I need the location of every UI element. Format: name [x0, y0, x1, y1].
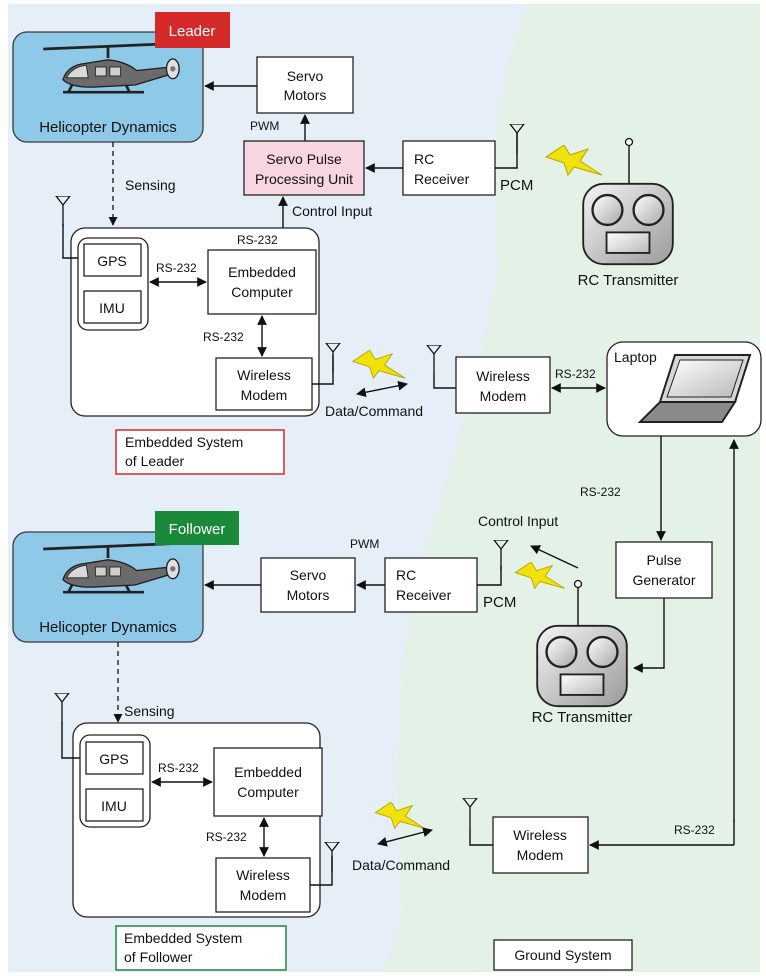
follower-pwm-label: PWM [350, 537, 379, 551]
ground-rc-transmitter-label: RC Transmitter [532, 709, 633, 726]
leader-pcm-label: PCM [500, 177, 533, 194]
follower-imu-box [85, 788, 144, 822]
follower-pcm-label: PCM [483, 594, 516, 611]
follower-badge [155, 511, 239, 545]
leader-badge [155, 12, 230, 48]
follower-ground-modem-label-1: Wireless [513, 827, 567, 843]
leader-system-caption-box [115, 429, 285, 475]
follower-rs232-gps-label: RS-232 [158, 761, 199, 775]
follower-rc-receiver-label-1: RC [396, 567, 416, 583]
follower-servo-label-2: Motors [287, 587, 330, 603]
follower-system-caption-box [115, 925, 287, 971]
follower-system-caption-2: of Follower [124, 949, 193, 965]
leader-rc-transmitter-label: RC Transmitter [578, 272, 679, 289]
leader-rs232-laptop-label: RS-232 [555, 367, 596, 381]
leader-ground-modem-label-2: Modem [480, 388, 527, 404]
leader-control-input-label: Control Input [292, 203, 372, 219]
leader-computer-label-2: Computer [231, 284, 293, 300]
leader-modem-box [215, 357, 313, 411]
leader-imu-label: IMU [99, 300, 125, 316]
follower-badge-label: Follower [169, 521, 226, 538]
leader-gps-label: GPS [97, 253, 127, 269]
ground-system-caption-box [493, 939, 633, 971]
leader-badge-label: Leader [169, 23, 216, 40]
leader-modem-label-1: Wireless [237, 367, 291, 383]
leader-spu-box [243, 140, 365, 196]
follower-data-command-label: Data/Command [352, 857, 450, 873]
leader-data-command-label: Data/Command [325, 403, 423, 419]
follower-rc-transmitter-icon [535, 624, 629, 708]
follower-ground-modem-label-2: Modem [517, 847, 564, 863]
ground-system-caption: Ground System [514, 947, 611, 963]
leader-rc-receiver-label-1: RC [414, 151, 434, 167]
pulse-generator-label-1: Pulse [646, 552, 681, 568]
follower-rc-receiver-label-2: Receiver [396, 587, 452, 603]
follower-gps-box [85, 741, 144, 775]
leader-servo-box [256, 56, 354, 114]
leader-rs232-gps-label: RS-232 [156, 261, 197, 275]
follower-computer-label-1: Embedded [234, 764, 302, 780]
leader-system-caption-1: Embedded System [125, 434, 243, 450]
leader-modem-label-2: Modem [241, 387, 288, 403]
leader-imu-box [83, 290, 142, 324]
follower-computer-box [213, 747, 323, 817]
leader-servo-label-1: Servo [287, 68, 324, 84]
leader-pwm-label: PWM [250, 119, 279, 133]
follower-computer-label-2: Computer [237, 784, 299, 800]
follower-modem-label-1: Wireless [236, 867, 290, 883]
ground-control-input-label: Control Input [478, 513, 558, 529]
leader-rs232-modem-label: RS-232 [203, 330, 244, 344]
leader-system-caption-2: of Leader [125, 453, 184, 469]
follower-system-caption-1: Embedded System [124, 930, 242, 946]
pulse-generator-label-2: Generator [632, 572, 695, 588]
leader-rc-transmitter-icon [582, 182, 674, 266]
leader-spu-label-2: Processing Unit [255, 171, 353, 187]
laptop-label: Laptop [614, 349, 657, 365]
follower-sensing-label: Sensing [124, 703, 175, 719]
leader-rc-receiver-box [402, 140, 496, 196]
leader-ground-modem-label-1: Wireless [476, 368, 530, 384]
follower-ground-modem-box [492, 816, 589, 874]
leader-computer-label-1: Embedded [228, 264, 296, 280]
follower-modem-label-2: Modem [240, 887, 287, 903]
follower-rc-receiver-box [384, 557, 478, 613]
leader-computer-box [207, 249, 317, 315]
follower-rs232-modem-label: RS-232 [206, 830, 247, 844]
follower-imu-label: IMU [101, 798, 127, 814]
leader-spu-label-1: Servo Pulse [266, 151, 342, 167]
leader-sensing-label: Sensing [125, 177, 176, 193]
leader-rs232-top-label: RS-232 [237, 233, 278, 247]
follower-gps-label: GPS [99, 751, 129, 767]
pulse-generator-box [615, 541, 713, 599]
leader-dynamics-label: Helicopter Dynamics [39, 119, 177, 136]
ground-rs232-pulse-label: RS-232 [580, 485, 621, 499]
follower-servo-label-1: Servo [290, 567, 327, 583]
leader-rc-receiver-label-2: Receiver [414, 171, 470, 187]
leader-servo-label-2: Motors [284, 87, 327, 103]
ground-rs232-follower-label: RS-232 [674, 823, 715, 837]
follower-dynamics-label: Helicopter Dynamics [39, 619, 177, 636]
leader-ground-modem-box [455, 356, 551, 414]
leader-gps-box [83, 243, 142, 277]
laptop-icon [637, 354, 752, 423]
